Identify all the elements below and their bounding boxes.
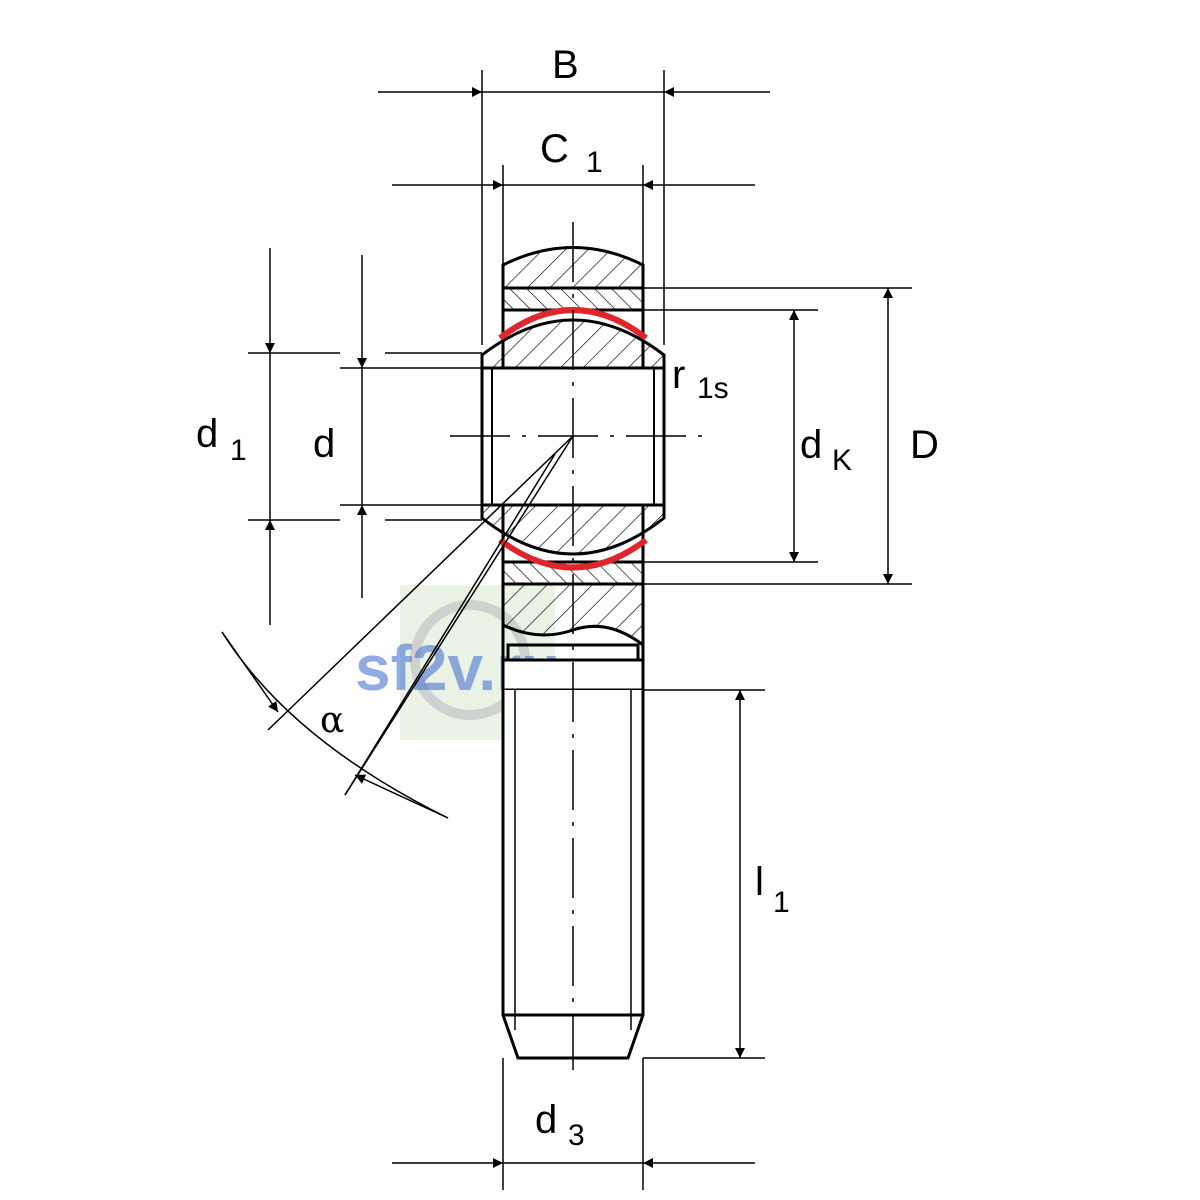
label-r1s: r — [672, 353, 685, 397]
label-l1: l — [755, 860, 764, 904]
label-r1s-sub: 1s — [697, 372, 729, 405]
center-lines — [450, 222, 705, 1070]
label-d3: d — [535, 1098, 557, 1142]
label-b: B — [552, 43, 579, 87]
label-d1-sub: 1 — [230, 434, 247, 467]
dimension-lines — [265, 87, 893, 1168]
label-l1-sub: 1 — [773, 886, 790, 919]
label-alpha: α — [320, 700, 344, 741]
label-dk-sub: K — [832, 444, 852, 477]
label-dk: d — [800, 423, 822, 467]
label-d1: d — [196, 412, 218, 456]
labels: B C 1 d 1 d r 1s d K D α l 1 d 3 — [196, 43, 939, 1152]
tilt-angle — [221, 435, 574, 819]
label-D: D — [910, 423, 939, 467]
label-c1: C — [540, 127, 569, 171]
label-c1-sub: 1 — [586, 146, 603, 179]
label-d3-sub: 3 — [568, 1119, 585, 1152]
label-d: d — [313, 422, 335, 466]
